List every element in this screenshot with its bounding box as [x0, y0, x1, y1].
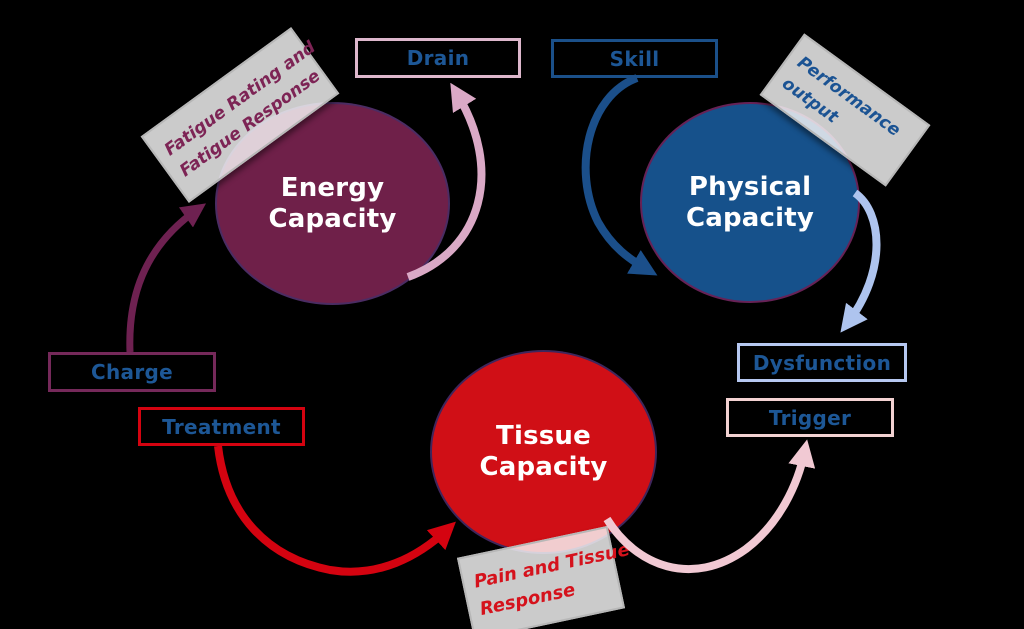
skill-box: Skill [551, 39, 718, 78]
treatment-box-label: Treatment [162, 414, 281, 439]
tissue-label-line2: Capacity [479, 452, 608, 482]
pain-tissue-response-card: Pain and Tissue Response [456, 525, 632, 629]
energy-label-line2: Capacity [268, 203, 397, 234]
drain-box-label: Drain [406, 46, 470, 70]
drain-box: Drain [355, 38, 521, 78]
trigger-box-label: Trigger [768, 405, 852, 430]
physical-label-line2: Capacity [685, 202, 815, 233]
charge-arrow [126, 203, 207, 353]
dysfunction-box-label: Dysfunction [752, 350, 892, 375]
treatment-arrow [214, 445, 456, 576]
skill-box-label: Skill [609, 46, 660, 71]
charge-box: Charge [48, 352, 216, 392]
treatment-box: Treatment [138, 407, 305, 446]
dysfunction-box: Dysfunction [737, 343, 907, 382]
physical-label-line1: Physical [688, 171, 812, 202]
tissue-capacity-node: Tissue Capacity [430, 350, 657, 554]
skill-arrow [581, 74, 658, 276]
tissue-label-line1: Tissue [496, 421, 591, 452]
energy-label-line1: Energy [280, 172, 385, 203]
charge-box-label: Charge [91, 360, 173, 384]
trigger-box: Trigger [726, 398, 894, 437]
